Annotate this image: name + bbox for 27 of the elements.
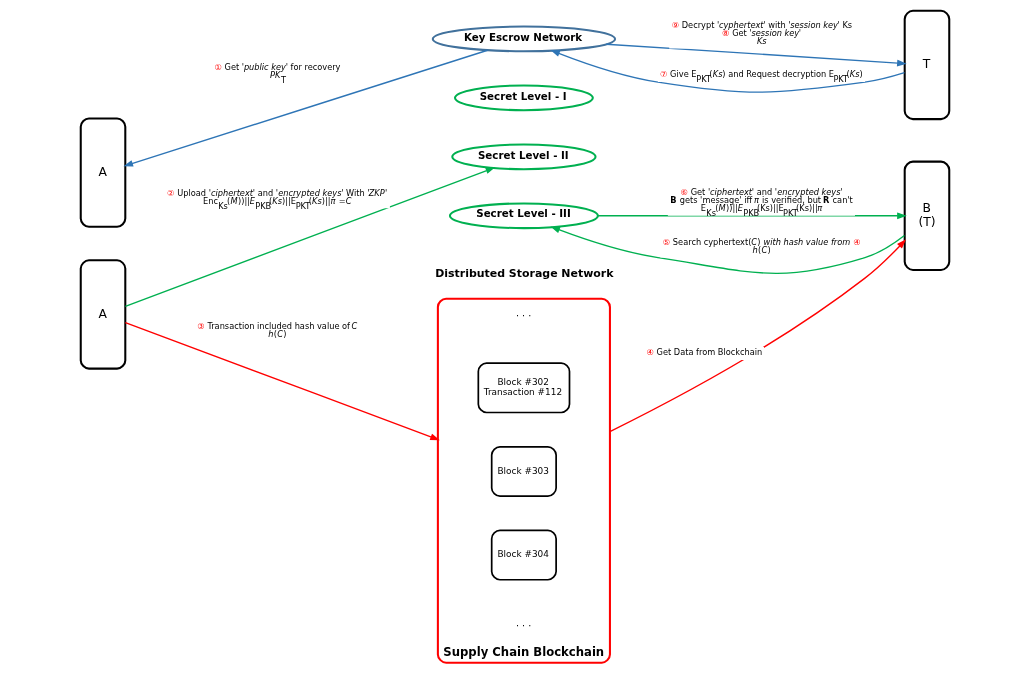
edge-label: ⑤ Search cyphertext(C) with hash value from ④ bbox=[662, 236, 861, 247]
label: Distributed Storage Network bbox=[435, 266, 614, 280]
node-box: T bbox=[903, 9, 951, 121]
node-box: B (T) bbox=[903, 160, 951, 271]
arrow bbox=[123, 49, 489, 167]
node-box: Block #304 bbox=[490, 529, 557, 581]
node-ellipse: Secret Level - I bbox=[454, 84, 594, 112]
arrow bbox=[550, 226, 906, 275]
label: · · · bbox=[516, 310, 532, 322]
arrow bbox=[124, 167, 496, 308]
node-ellipse: Secret Level - III bbox=[448, 202, 599, 230]
label: Ks bbox=[756, 36, 767, 47]
label: · · · bbox=[516, 619, 532, 631]
edge-label: ① Get 'public key' for recovery bbox=[214, 62, 341, 73]
node-ellipse: Secret Level - II bbox=[451, 143, 597, 171]
arrow bbox=[550, 49, 906, 93]
node-box: A bbox=[79, 259, 127, 370]
label: h(C) bbox=[752, 245, 771, 256]
label: h(C) bbox=[268, 328, 287, 339]
edge-label: ④ Get Data from Blockchain bbox=[646, 347, 763, 358]
node-ellipse: Key Escrow Network bbox=[431, 25, 617, 53]
edge-label: ③ Transaction included hash value of C bbox=[197, 320, 358, 331]
node-box: Block #302 Transaction #112 bbox=[477, 362, 571, 414]
edge-label: ⑥ Get 'ciphertext' and 'encrypted keys' bbox=[680, 186, 843, 197]
node-box: A bbox=[79, 117, 127, 228]
node-box: Block #303 bbox=[490, 445, 557, 497]
arrow bbox=[605, 43, 907, 67]
